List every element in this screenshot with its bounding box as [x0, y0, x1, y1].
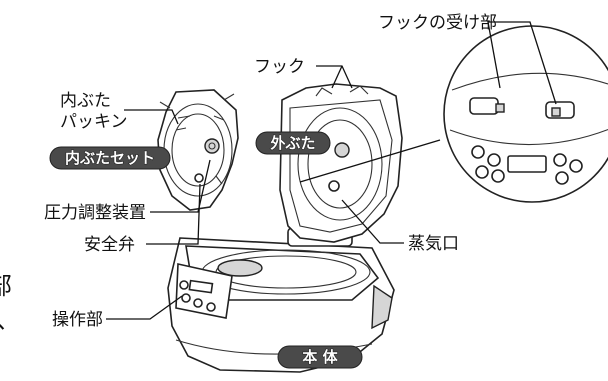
badge-inner-lid-set: 内ぶたセット: [49, 146, 171, 170]
badge-outer-lid-text: 外ぶた: [269, 134, 315, 152]
label-steam-port: 蒸気口: [408, 234, 459, 254]
leader-lines: [106, 21, 557, 320]
label-control-panel: 操作部: [52, 310, 103, 330]
hook-receiver-inset: [443, 25, 608, 203]
badge-inner-lid-set-text: 内ぶたセット: [65, 149, 155, 167]
badge-main-body: 本 体: [277, 345, 363, 369]
inner-lid-illustration: [157, 89, 239, 211]
label-inner-lid-packing-line2: パッキン: [60, 112, 128, 132]
label-pressure-regulator: 圧力調整装置: [44, 203, 146, 223]
label-hook: フック: [254, 57, 305, 77]
label-inner-lid-packing-line1: 内ぶた: [60, 91, 111, 111]
margin-fragment-bottom: 、: [0, 306, 20, 334]
badge-outer-lid: 外ぶた: [255, 131, 331, 155]
badge-main-body-text: 本 体: [302, 348, 338, 366]
label-hook-receiver: フックの受け部: [378, 13, 497, 33]
margin-fragment-top: 部: [0, 272, 12, 300]
label-safety-valve: 安全弁: [84, 235, 135, 255]
rice-cooker-illustration: [167, 83, 403, 373]
